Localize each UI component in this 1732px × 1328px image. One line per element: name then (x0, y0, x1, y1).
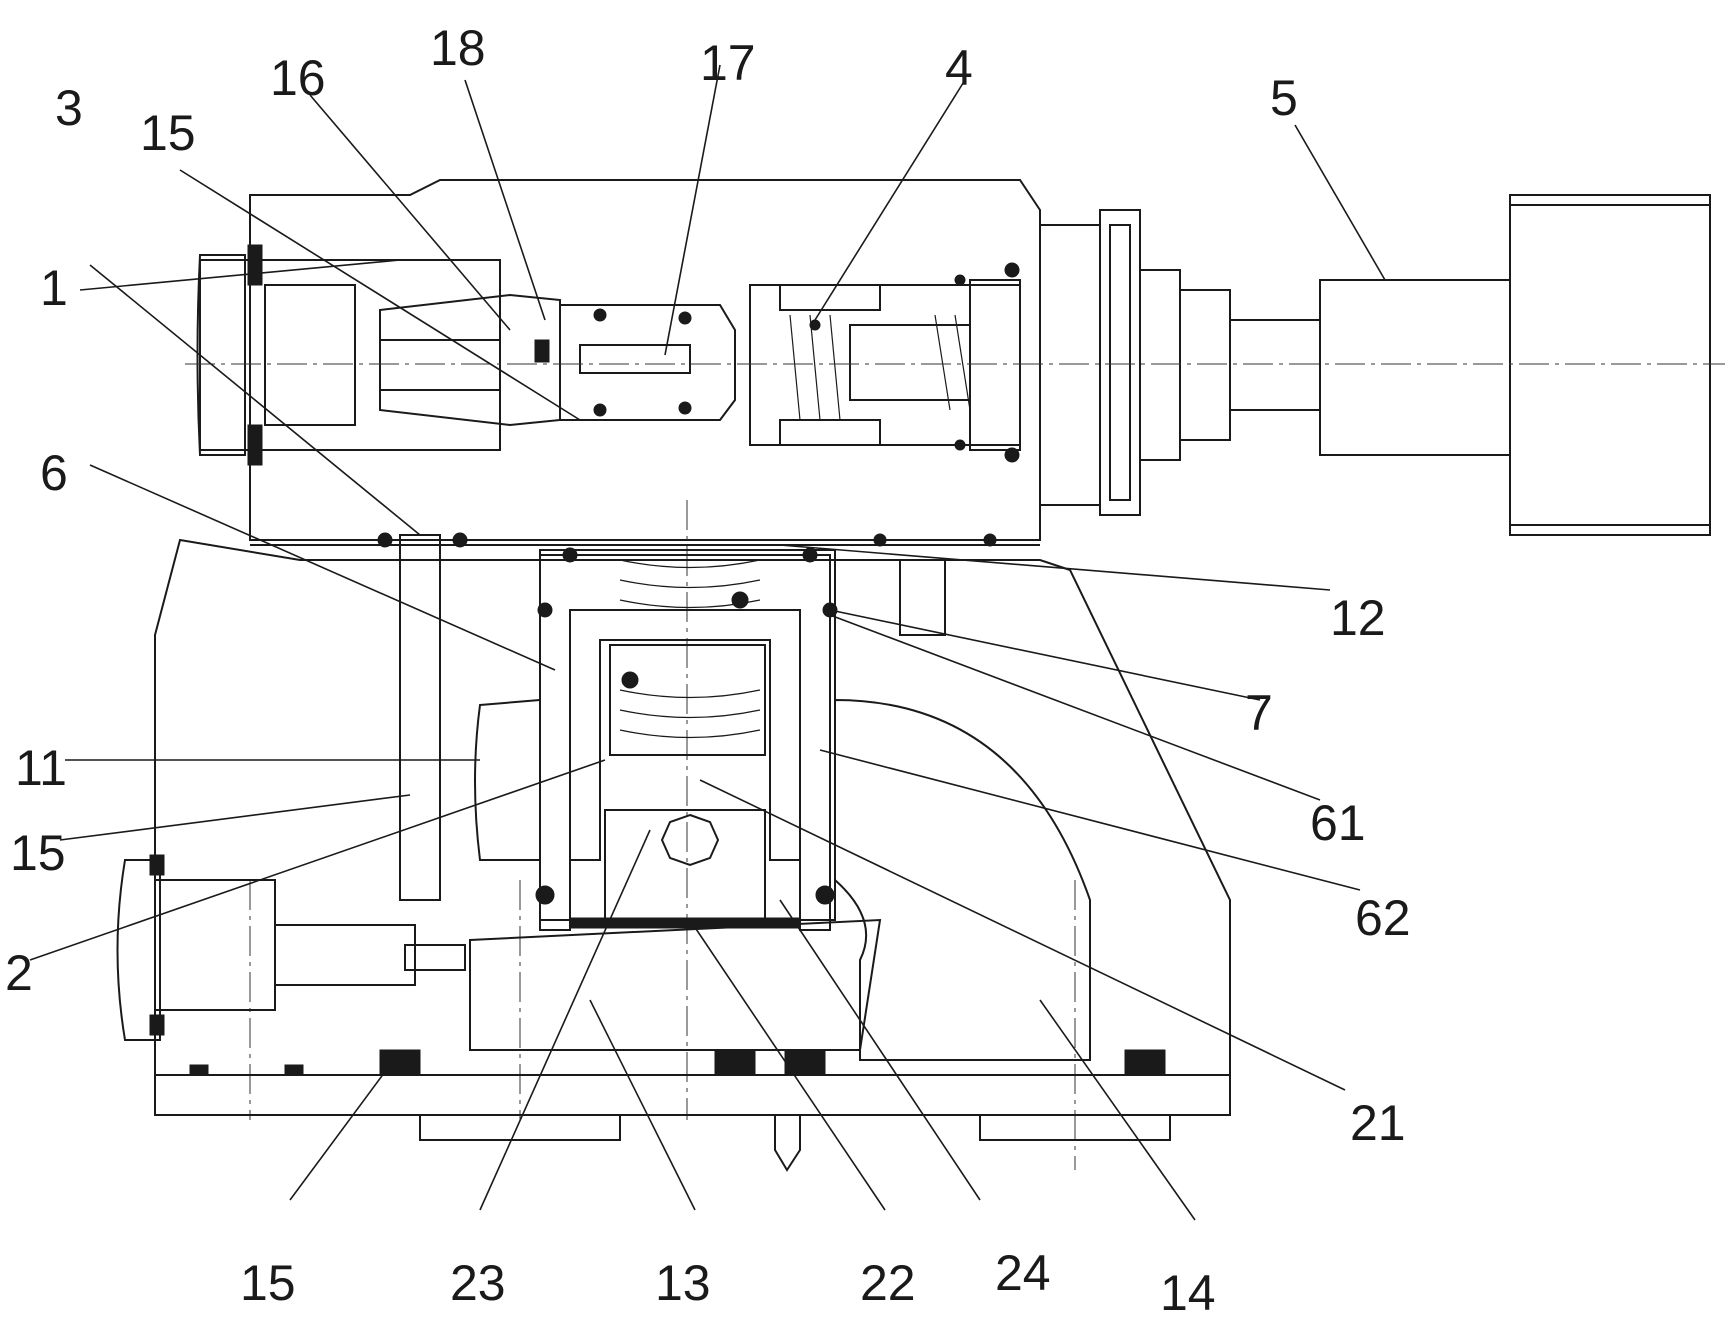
label-22: 22 (860, 1255, 916, 1311)
label-3: 3 (55, 80, 83, 136)
label-15-bottom: 15 (240, 1255, 296, 1311)
pilot-spring-chamber (749, 262, 1021, 463)
reference-labels: 1 2 3 4 5 6 7 11 12 13 14 15 15 15 16 17… (5, 20, 1411, 1321)
upper-housing (196, 179, 1041, 541)
label-5: 5 (1270, 70, 1298, 126)
label-1: 1 (40, 260, 68, 316)
label-14: 14 (1160, 1265, 1216, 1321)
joint-seals (250, 532, 1040, 548)
adjusting-handle (1039, 194, 1711, 536)
label-13: 13 (655, 1255, 711, 1311)
label-15-left: 15 (10, 825, 66, 881)
label-2: 2 (5, 945, 33, 1001)
pilot-seat-assembly (379, 293, 736, 427)
base-plate (154, 1049, 1231, 1172)
label-61: 61 (1310, 795, 1366, 851)
label-12: 12 (1330, 590, 1386, 646)
label-18: 18 (430, 20, 486, 76)
label-7: 7 (1245, 685, 1273, 741)
main-body (116, 534, 1231, 1076)
label-15-top: 15 (140, 105, 196, 161)
label-62: 62 (1355, 890, 1411, 946)
label-6: 6 (40, 445, 68, 501)
label-11: 11 (15, 740, 67, 796)
label-24: 24 (995, 1245, 1051, 1301)
label-21: 21 (1350, 1095, 1406, 1151)
label-23: 23 (450, 1255, 506, 1311)
label-16: 16 (270, 50, 326, 106)
label-17: 17 (700, 35, 756, 91)
leader-lines (29, 64, 1386, 1221)
label-4: 4 (945, 40, 973, 96)
